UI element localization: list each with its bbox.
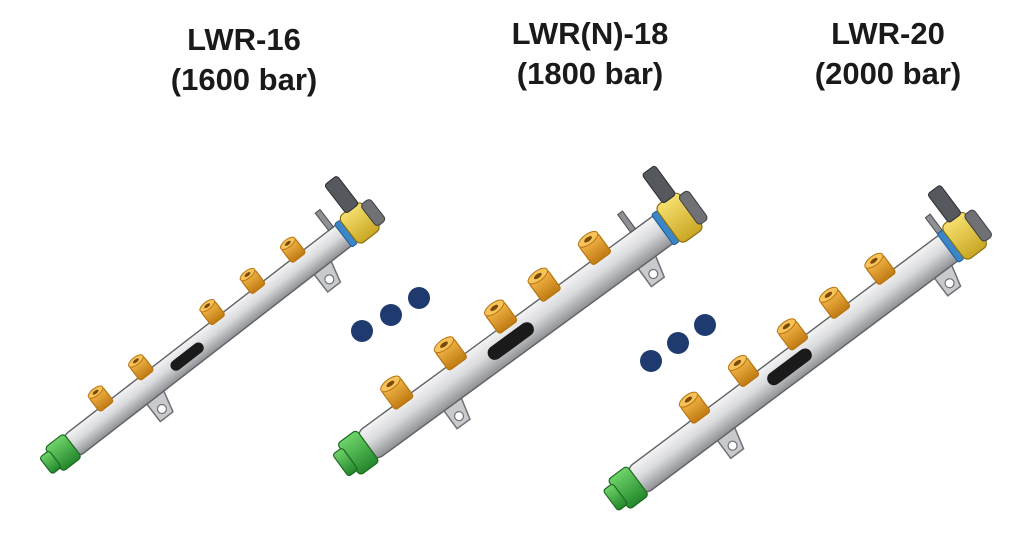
rail-slot (170, 342, 204, 371)
rail-slot (767, 348, 812, 386)
rail-label-lwr-16: LWR-16 (1600 bar) (124, 20, 364, 100)
fuel-rail-1 (333, 165, 708, 477)
fitting-bore (132, 358, 139, 364)
fitting-bore (584, 236, 592, 243)
fitting-bore (244, 272, 251, 278)
bracket-hole (156, 403, 168, 415)
fitting-bore (490, 304, 499, 312)
fitting-bore (824, 291, 833, 298)
fitting-bore (533, 272, 542, 280)
fitting-bore (386, 380, 395, 388)
fitting-bore (92, 389, 99, 395)
bracket-hole (453, 411, 465, 422)
fitting-bore (870, 257, 878, 264)
rail-name: LWR(N)-18 (511, 16, 669, 51)
ellipsis-dot (351, 320, 373, 342)
rail-tube (63, 207, 376, 456)
ellipsis-dot (667, 332, 689, 354)
bracket-hole (324, 274, 335, 285)
sensor-cap (678, 190, 708, 225)
bracket-hole (727, 440, 738, 451)
rail-slot (487, 322, 534, 360)
end-cap-nozzle (333, 448, 358, 477)
ellipsis-dot (694, 314, 716, 336)
sensor-connector (642, 165, 676, 204)
fitting-bore (204, 303, 211, 309)
ellipsis-dot (408, 287, 430, 309)
fuel-rail-0 (40, 176, 386, 474)
rail-name: LWR-20 (831, 16, 945, 51)
bracket-hole (648, 268, 659, 280)
sensor-connector (927, 185, 961, 223)
end-cap-nozzle (40, 451, 62, 474)
sensor-cap (361, 199, 386, 226)
ellipsis-dot (380, 304, 402, 326)
bracket-hole (944, 278, 955, 289)
rail-label-lwr-n-18: LWR(N)-18 (1800 bar) (470, 14, 710, 94)
fitting-bore (782, 323, 791, 330)
rail-name: LWR-16 (187, 22, 301, 57)
fitting-bore (440, 341, 448, 348)
rail-label-lwr-20: LWR-20 (2000 bar) (768, 14, 1008, 94)
vent-pin (616, 210, 637, 234)
vent-pin (314, 208, 335, 232)
fitting-bore (684, 396, 693, 403)
sensor-cap (964, 209, 992, 242)
fitting-bore (284, 240, 291, 246)
ellipsis-dot (640, 350, 662, 372)
rail-pressure: (2000 bar) (814, 56, 962, 91)
end-cap-nozzle (603, 483, 628, 511)
rail-pressure: (1600 bar) (170, 62, 318, 97)
rail-pressure: (1800 bar) (516, 56, 664, 91)
fuel-rail-2 (603, 185, 992, 511)
sensor-connector (324, 176, 359, 214)
fitting-bore (733, 359, 742, 366)
